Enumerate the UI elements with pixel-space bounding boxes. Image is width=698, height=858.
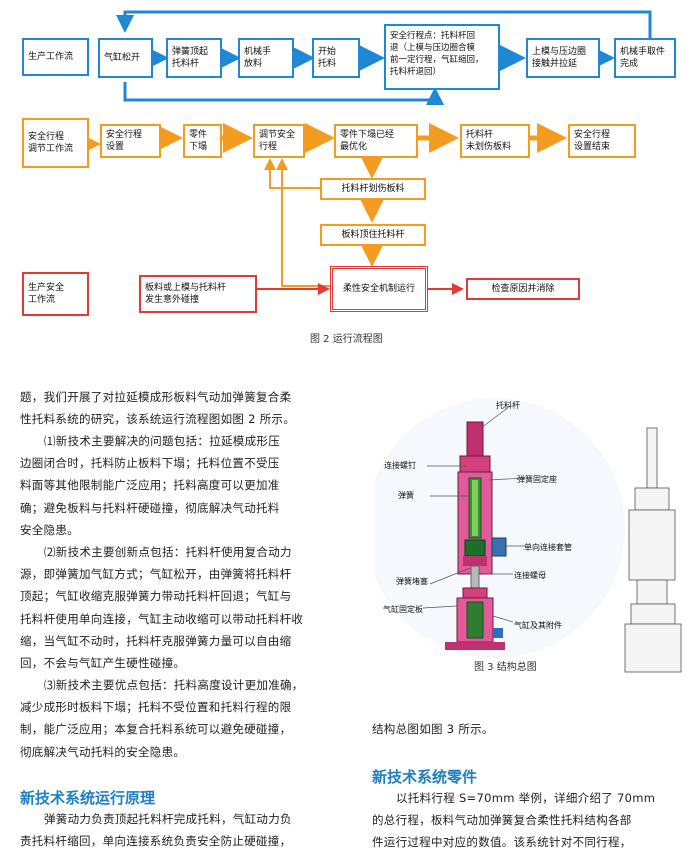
flow-step-safety-setting: 安全行程 设置 [100, 124, 161, 158]
structure-diagram [375, 398, 682, 673]
section-heading-parts: 新技术系统零件 [372, 768, 478, 786]
flowchart-connectors [71, 10, 652, 295]
text-line: ⑴新技术主要解决的问题包括：拉延模成形压 [44, 434, 280, 448]
text-line: 以托料行程 S=70mm 举例，详细介绍了 70mm [396, 791, 656, 805]
flow-step-spring-lift: 弹簧顶起 托料杆 [166, 38, 222, 78]
label-spring-plug: 弹簧堵塞 [396, 577, 428, 586]
text-line: 缩，当气缸不动时，托料杆克服弹簧力量可以自由缩 [20, 633, 292, 648]
flow-start-production-safety: 生产安全 工作流 [22, 272, 89, 316]
flow-step-setting-done: 安全行程 设置结束 [568, 124, 636, 158]
right-paragraph-2: 以托料行程 S=70mm 举例，详细介绍了 70mm 的总行程，板料气动加弹簧复… [372, 787, 655, 854]
text-line: 顶起；气缸收缩克服弹簧力带动托料杆回退；气缸与 [20, 589, 292, 604]
right-paragraph-1: 结构总图如图 3 所示。 [372, 722, 494, 736]
flow-label: 托料杆划伤板料 [341, 184, 405, 194]
text-line: 源，即弹簧加气缸方式；气缸松开，由弹簧将托料杆 [20, 567, 292, 582]
text-line: 彻底解决气动托料的安全隐患。 [20, 744, 186, 759]
flow-label: 安全行程点：托料杆回 退（上模与压边圈合模 前一定行程，气缸缩回， 托料杆退回） [390, 31, 484, 77]
text-line: 弹簧动力负责顶起托料杆完成托料，气缸动力负 [44, 812, 292, 826]
text-line: 题，我们开展了对拉延模成形板料气动加弹簧复合柔 [20, 390, 292, 404]
flow-start-production: 生产工作流 [22, 38, 89, 76]
text-line: 安全隐患。 [20, 522, 79, 537]
flow-label: 安全行程 设置 [106, 130, 143, 152]
flow-label: 零件 下塌 [189, 130, 208, 152]
flow-step-adjust-travel: 调节安全 行程 [253, 124, 305, 158]
flow-step-cylinder-release: 气缸松开 [98, 38, 153, 78]
flow-label: 机械手 放料 [244, 47, 272, 69]
flow-step-flex-safety: 柔性安全机制运行 [330, 266, 428, 312]
flow-label: 开始 托料 [318, 47, 337, 69]
flow-step-die-contact: 上模与压边圈 接触并拉延 [526, 38, 600, 78]
figure3-caption: 图 3 结构总图 [474, 662, 537, 673]
text-line: ⑵新技术主要创新点包括：托料杆使用复合动力 [44, 545, 292, 559]
label-cylinder-plate: 气缸固定板 [383, 605, 423, 614]
flow-step-no-scratch: 托料杆 未划伤板料 [460, 124, 530, 158]
text-line: 性托料系统的研究，该系统运行流程图如图 2 所示。 [20, 412, 296, 427]
flow-step-part-sag: 零件 下塌 [183, 124, 222, 158]
flow-step-scratch: 托料杆划伤板料 [320, 178, 426, 200]
flow-label: 调节安全 行程 [259, 130, 296, 152]
figure2-caption: 图 2 运行流程图 [310, 334, 383, 345]
text-line: 确；避免板料与托料杆硬碰撞，彻底解决气动托料 [20, 500, 280, 515]
flow-step-safety-point: 安全行程点：托料杆回 退（上模与压边圈合模 前一定行程，气缸缩回， 托料杆退回） [384, 24, 500, 90]
section-heading-principle: 新技术系统运行原理 [20, 789, 156, 807]
label-cylinder-accessories: 气缸及其附件 [514, 621, 562, 630]
left-paragraph-2: ⑴新技术主要解决的问题包括：拉延模成形压 边圈闭合时，托料防止板料下塌；托料位置… [20, 430, 280, 541]
flow-step-collision: 板料或上模与托料杆 发生意外碰撞 [139, 275, 257, 313]
flow-label: 生产安全 工作流 [28, 283, 65, 305]
flow-step-check-cause: 检查原因并消除 [466, 278, 580, 300]
text-line: 边圈闭合时，托料防止板料下塌；托料位置不受压 [20, 456, 280, 471]
flow-label: 弹簧顶起 托料杆 [172, 47, 209, 69]
flow-label: 安全行程 设置结束 [574, 130, 611, 152]
label-oneway-sleeve: 单向连接套管 [524, 543, 572, 552]
flow-start-safety-adjust: 安全行程 调节工作流 [22, 118, 89, 168]
flow-label: 安全行程 调节工作流 [28, 132, 74, 154]
flow-label: 板料或上模与托料杆 发生意外碰撞 [145, 283, 227, 305]
left-paragraph-1: 题，我们开展了对拉延模成形板料气动加弹簧复合柔 性托料系统的研究，该系统运行流程… [20, 386, 295, 430]
flow-label: 气缸松开 [104, 53, 141, 63]
label-support-rod: 托料杆 [496, 401, 520, 410]
label-connecting-nut: 连接螺母 [514, 571, 546, 580]
left-paragraph-5: 弹簧动力负责顶起托料杆完成托料，气缸动力负 责托料杆缩回，单向连接系统负责安全防… [20, 808, 292, 852]
text-line: 责托料杆缩回，单向连接系统负责安全防止硬碰撞， [20, 834, 292, 849]
text-line: 托料杆使用单向连接，气缸主动收缩可以带动托料杆收 [20, 611, 304, 626]
left-paragraph-4: ⑶新技术主要优点包括：托料高度设计更加准确， 减少成形时板料下塌；托料不受位置和… [20, 674, 304, 763]
flow-label: 上模与压边圈 接触并拉延 [532, 47, 587, 69]
flow-step-robot-place: 机械手 放料 [238, 38, 294, 78]
text-line: 制，能广泛应用；本复合托料系统可以避免硬碰撞， [20, 722, 292, 737]
flow-label: 检查原因并消除 [491, 284, 555, 294]
text-line: ⑶新技术主要优点包括：托料高度设计更加准确， [44, 678, 304, 692]
label-connecting-screw: 连接螺钉 [384, 461, 416, 470]
text-line: 件运行过程中对应的数值。该系统针对不同行程， [372, 835, 632, 850]
flow-label: 零件下塌已经 最优化 [340, 130, 395, 152]
text-line: 料面等其他限制能广泛应用；托料高度可以更加准 [20, 478, 280, 493]
label-spring: 弹簧 [398, 491, 414, 500]
flow-step-robot-pick: 机械手取件 完成 [614, 38, 676, 78]
text-line: 减少成形时板料下塌；托料不受位置和托料行程的限 [20, 700, 292, 715]
flow-label: 托料杆 未划伤板料 [466, 130, 512, 152]
label-spring-seat: 弹簧固定座 [517, 475, 557, 484]
flow-step-start-support: 开始 托料 [312, 38, 360, 78]
flow-label: 柔性安全机制运行 [342, 284, 415, 294]
flow-step-sheet-jam: 板料顶住托料杆 [320, 224, 426, 246]
left-paragraph-3: ⑵新技术主要创新点包括：托料杆使用复合动力 源，即弹簧加气缸方式；气缸松开，由弹… [20, 541, 303, 674]
flow-label: 生产工作流 [28, 52, 74, 62]
flow-label: 板料顶住托料杆 [341, 230, 405, 240]
flow-step-sag-optimized: 零件下塌已经 最优化 [334, 124, 418, 158]
text-line: 的总行程，板料气动加弹簧复合柔性托料结构各部 [372, 813, 632, 828]
flow-label: 机械手取件 完成 [620, 47, 666, 69]
text-line: 回，不会与气缸产生硬性碰撞。 [20, 656, 186, 671]
